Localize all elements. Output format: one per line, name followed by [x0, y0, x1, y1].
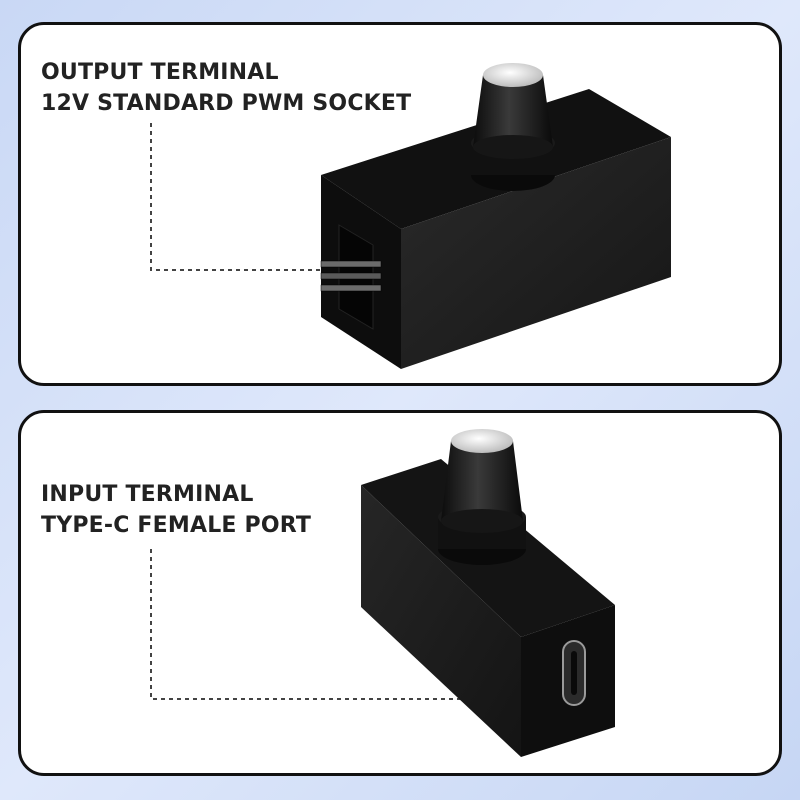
- output-terminal-panel: OUTPUT TERMINAL 12V STANDARD PWM SOCKET: [18, 22, 782, 386]
- pwm-controller-side-view: [150, 63, 671, 369]
- pwm-controller-end-view: [150, 429, 615, 757]
- knob: [471, 63, 555, 191]
- box-front-face: [401, 137, 671, 369]
- input-terminal-title: INPUT TERMINAL: [41, 482, 254, 507]
- box-side-face: [361, 485, 521, 757]
- output-terminal-label: OUTPUT TERMINAL 12V STANDARD PWM SOCKET: [41, 57, 411, 119]
- output-terminal-title: OUTPUT TERMINAL: [41, 60, 279, 85]
- input-terminal-subtitle: TYPE-C FEMALE PORT: [41, 513, 312, 538]
- input-leader-line: [150, 549, 566, 700]
- knob-cap: [451, 429, 513, 453]
- output-terminal-subtitle: 12V STANDARD PWM SOCKET: [41, 91, 412, 116]
- knob: [438, 429, 526, 565]
- pwm-socket-pins: [320, 260, 382, 292]
- type-c-tongue: [571, 651, 577, 695]
- input-terminal-label: INPUT TERMINAL TYPE-C FEMALE PORT: [41, 479, 311, 541]
- input-terminal-panel: INPUT TERMINAL TYPE-C FEMALE PORT: [18, 410, 782, 776]
- knob-cap: [483, 63, 543, 87]
- output-leader-line: [150, 123, 333, 271]
